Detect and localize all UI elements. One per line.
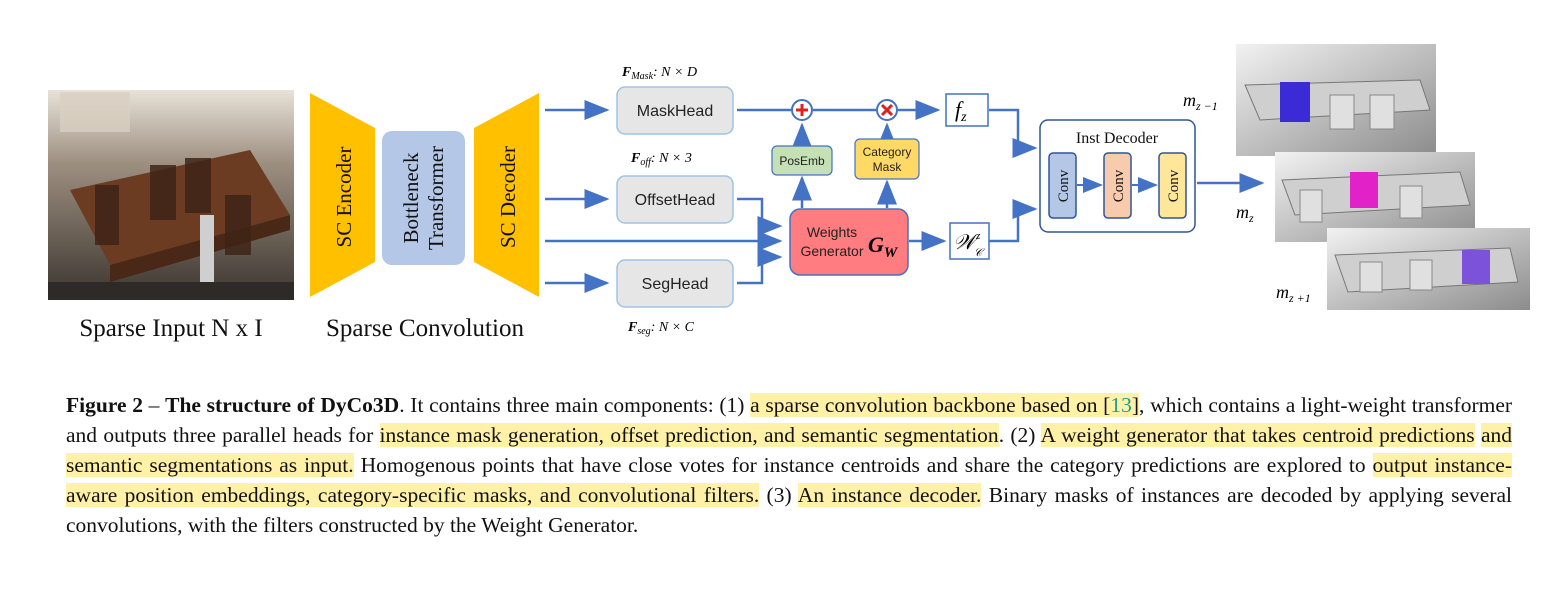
conv3-box [1158,152,1187,219]
figure-caption: Figure 2 – The structure of DyCo3D. It c… [66,390,1512,540]
mask-head-box [616,86,734,135]
m-prev-label: mz −1 [1183,90,1218,113]
output-scene-current [1275,152,1475,242]
caption-highlight-1: a sparse convolution backbone based on [… [750,393,1140,417]
caption-text-1: . It contains three main components: (1) [399,393,751,417]
seg-feature-label: Fseg: N × C [627,320,695,337]
bottleneck-label-line1: Bottleneck [399,152,423,243]
offset-feature-label: Foff: N × 3 [630,151,692,168]
posemb-label: PosEmb [779,154,825,168]
seg-head-label: SegHead [642,276,709,293]
caption-highlight-6: An instance decoder. [797,483,982,507]
sparse-conv-label: Sparse Convolution [326,315,524,342]
output-scene-next [1327,228,1530,310]
figure-title: The structure of DyCo3D [165,393,400,417]
conv1-box [1048,152,1077,219]
conv2-box [1103,152,1132,219]
backbone-arrows [545,100,1265,293]
fz-label: fz [955,97,967,125]
weights-generator-label-line2: Generator [800,243,863,259]
output-scene-prev [1236,44,1436,156]
m-next-label: mz +1 [1276,282,1311,305]
category-mask-box [854,138,920,180]
offset-head-box [616,175,734,224]
caption-text-2: , which contains a light-weight transfor… [66,393,1513,447]
input-label: Sparse Input N x I [79,315,262,342]
fz-box [945,93,989,127]
offset-head-label: OffsetHead [635,192,716,209]
caption-dash: – [142,393,166,417]
architecture-diagram: Sparse Input N x I SC Encoder Bottleneck… [48,44,1530,342]
caption-highlight-3: A weight generator that takes centroid p… [1040,423,1475,447]
bottleneck-label-line2: Transformer [424,146,448,250]
weights-generator-box [789,208,909,276]
sc-encoder-block [310,93,375,297]
multiply-operator-icon [876,99,898,121]
wc-subscript: 𝒞 [974,246,985,259]
inst-decoder-label: Inst Decoder [1076,130,1159,147]
conv3-label: Conv [1166,169,1182,202]
add-operator-icon [791,99,813,121]
caption-text-7: Binary masks of instances are decoded by… [66,483,1512,537]
citation-link[interactable]: 13 [1110,393,1132,417]
caption-highlight-2: instance mask generation, offset predict… [379,423,999,447]
sc-decoder-label: SC Decoder [496,146,520,248]
gw-symbol: GW [868,232,899,261]
mask-feature-label: FMask: N × D [621,65,697,82]
wc-superscript: z [975,230,981,242]
category-mask-label-line2: Mask [873,160,903,174]
m-cur-label: mz [1236,202,1254,225]
figure-label: Figure 2 [66,393,143,417]
caption-text-3: . (2) [998,423,1041,447]
posemb-box [771,145,833,176]
sparse-input-image [48,90,294,300]
category-mask-label-line1: Category [863,145,912,159]
sc-decoder-block [474,93,539,297]
caption-highlight-1-text: a sparse convolution backbone based on [ [750,393,1111,417]
seg-head-box [616,259,734,308]
sc-encoder-label: SC Encoder [332,147,356,248]
caption-text-6: (3) [759,483,798,507]
caption-text-5: Homogenous points that have close votes … [353,453,1373,477]
wc-box [949,222,990,260]
mask-head-label: MaskHead [637,103,713,120]
caption-highlight-1-close: ] [1131,393,1140,417]
conv1-label: Conv [1056,169,1072,202]
conv2-label: Conv [1111,169,1127,202]
bottleneck-block [382,131,465,265]
weights-generator-label-line1: Weights [807,224,857,240]
